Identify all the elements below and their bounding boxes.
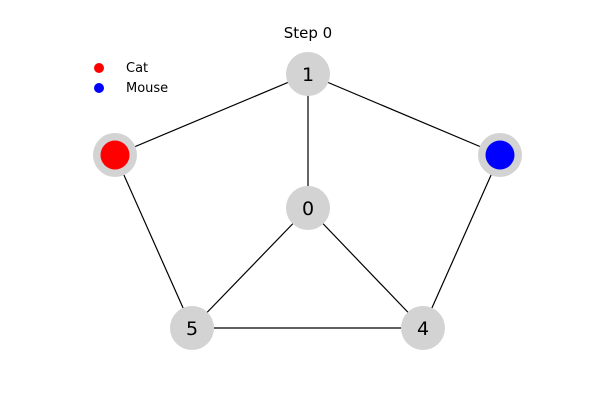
- edge-layer: [114, 73, 501, 329]
- mouse-token: [485, 140, 515, 170]
- graph-node-4[interactable]: 4: [401, 306, 445, 350]
- node-layer: 0 1 4 5: [93, 52, 522, 350]
- node-circle: [286, 52, 330, 96]
- legend-label-mouse: Mouse: [126, 80, 169, 96]
- legend-label-cat: Cat: [126, 60, 149, 76]
- edge-3-4: [422, 154, 501, 329]
- legend: Cat Mouse: [94, 58, 168, 98]
- graph-node-5[interactable]: 5: [170, 306, 214, 350]
- node-circle: [401, 306, 445, 350]
- graph-node-2[interactable]: [93, 133, 137, 177]
- edge-0-4: [307, 207, 424, 329]
- cat-token: [100, 140, 130, 170]
- graph-node-1[interactable]: 1: [286, 52, 330, 96]
- cat-marker-icon: [94, 63, 104, 73]
- graph-node-3[interactable]: [478, 133, 522, 177]
- mouse-marker-icon: [94, 83, 104, 93]
- node-circle: [286, 186, 330, 230]
- node-circle: [170, 306, 214, 350]
- edge-2-5: [114, 154, 193, 329]
- edge-1-3: [307, 73, 501, 156]
- node-label: 4: [417, 318, 429, 340]
- graph-node-0[interactable]: 0: [286, 186, 330, 230]
- legend-item-mouse: Mouse: [94, 78, 168, 98]
- legend-item-cat: Cat: [94, 58, 168, 78]
- node-label: 5: [186, 318, 198, 340]
- edge-0-5: [191, 207, 309, 329]
- step-title: Step 0: [283, 24, 333, 42]
- node-label: 1: [302, 64, 314, 86]
- edge-1-2: [114, 73, 309, 156]
- node-label: 0: [302, 198, 314, 220]
